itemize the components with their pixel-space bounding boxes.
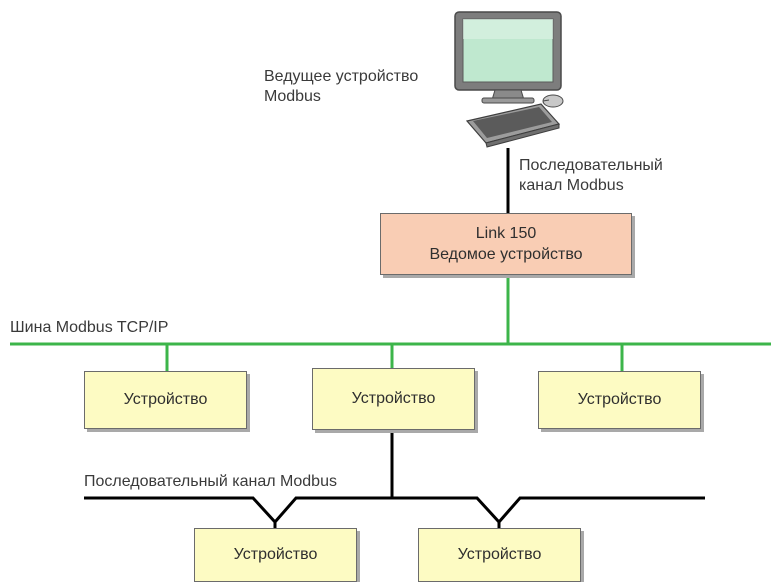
device-label: Устройство (233, 546, 318, 563)
gateway-name: Link 150 (475, 225, 537, 242)
serial-link-top-line2: канал Modbus (519, 177, 624, 194)
device-label: Устройство (457, 546, 542, 563)
serial-link-top-line1: Последовательный (519, 157, 663, 174)
device-box-2: Устройство (312, 368, 475, 430)
master-label-line2: Modbus (264, 88, 321, 105)
device-box-4: Устройство (194, 528, 357, 582)
tcp-bus-label: Шина Modbus TCP/IP (10, 319, 169, 336)
desktop-computer-icon (454, 11, 564, 148)
master-label: Ведущее устройство Modbus (264, 67, 418, 107)
master-label-line1: Ведущее устройство (264, 68, 419, 85)
device-box-1: Устройство (84, 371, 247, 429)
device-box-3: Устройство (538, 371, 701, 429)
serial-bus-label: Последовательный канал Modbus (84, 473, 337, 490)
serial-bus-line (84, 496, 705, 525)
device-label: Устройство (351, 390, 436, 407)
device-label: Устройство (123, 391, 208, 408)
device-box-5: Устройство (418, 528, 581, 582)
serial-link-top-label: Последовательный канал Modbus (519, 156, 663, 196)
device-label: Устройство (577, 391, 662, 408)
gateway-role: Ведомое устройство (429, 246, 583, 263)
gateway-box: Link 150 Ведомое устройство (380, 213, 632, 275)
